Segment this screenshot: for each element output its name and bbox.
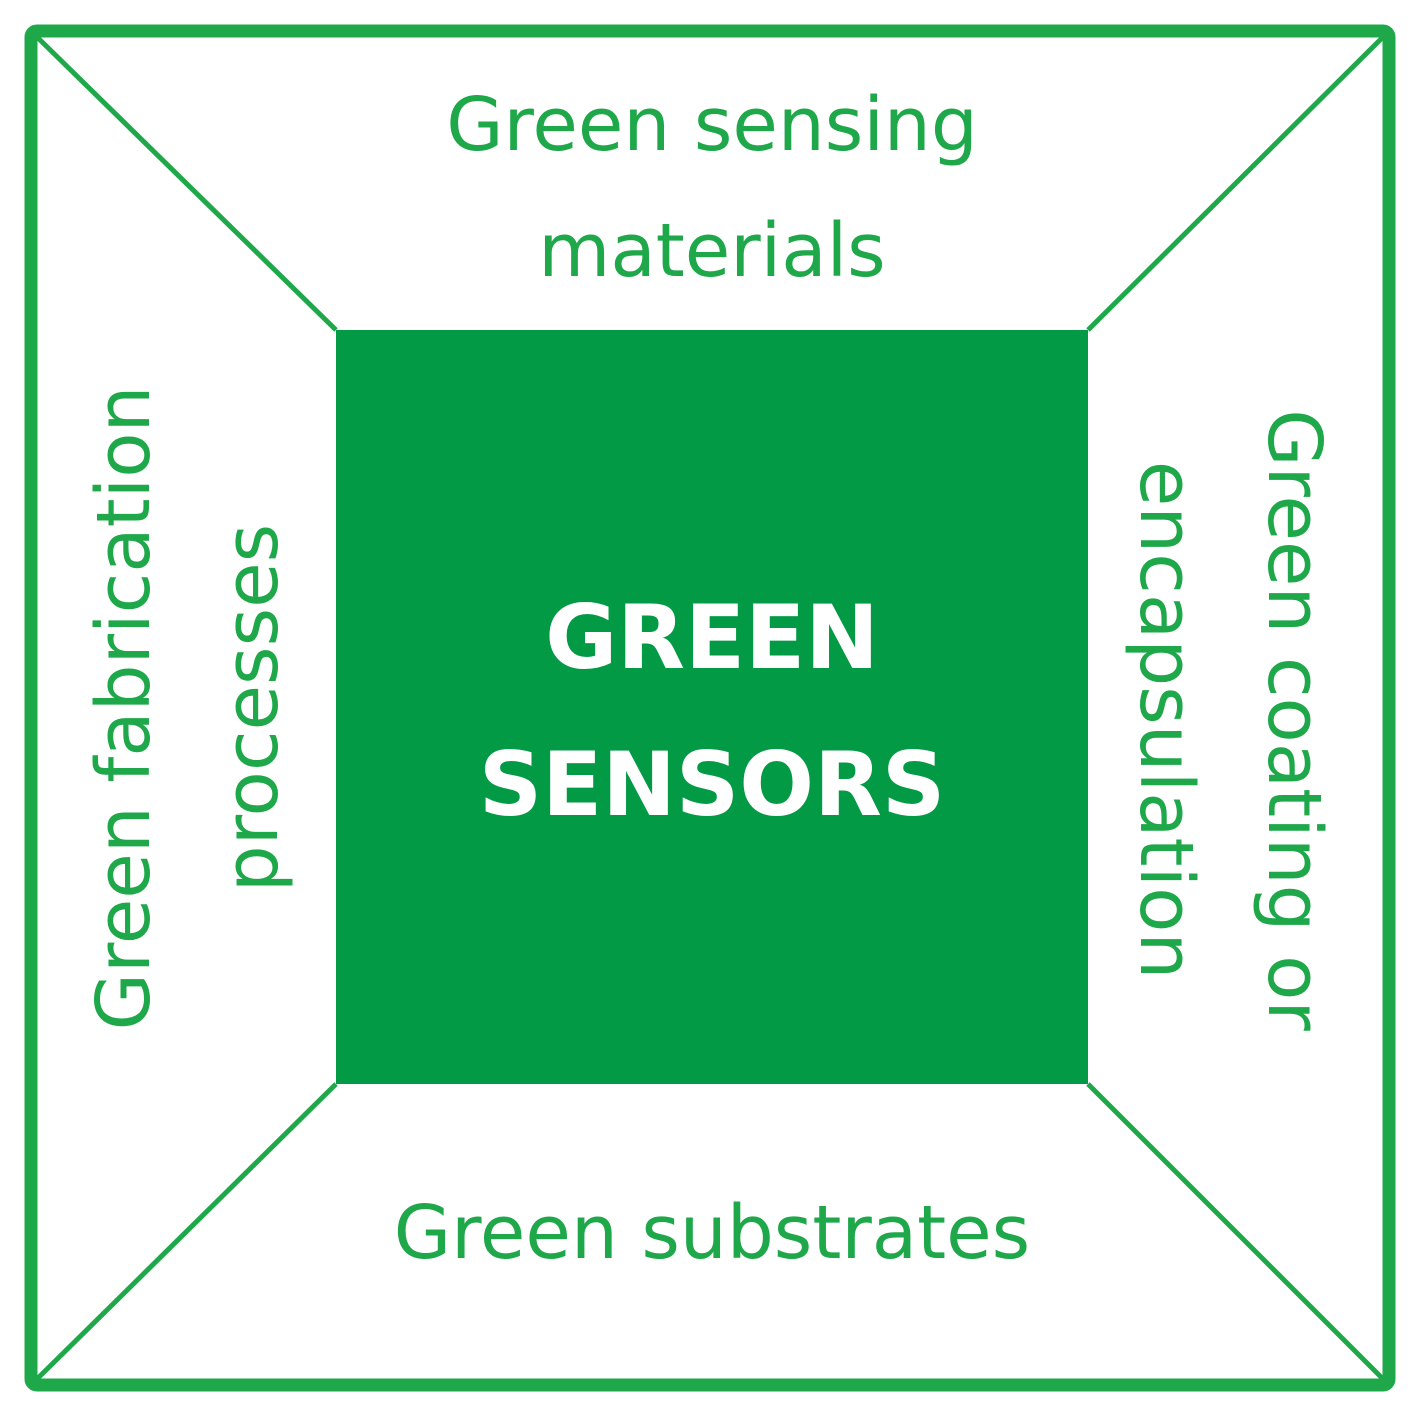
left-label-group: Green fabrication: [81, 386, 167, 1031]
diagonal-bottom-right: [1086, 1082, 1385, 1381]
top-label-line-2: materials: [538, 208, 885, 294]
right-label-line-2: encapsulation: [1123, 461, 1209, 980]
center-title-line-1: GREEN: [545, 586, 879, 689]
center-title-line-2: SENSORS: [479, 733, 945, 836]
right-label-line-1: Green coating or: [1251, 409, 1337, 1031]
diagonal-top-right: [1086, 35, 1385, 332]
right-label-group-2: encapsulation: [1123, 461, 1209, 980]
center-square: [336, 330, 1088, 1084]
left-label-line-2: processes: [209, 524, 295, 892]
top-label-line-1: Green sensing: [446, 82, 978, 168]
left-label-line-1: Green fabrication: [81, 386, 167, 1031]
left-label-group-2: processes: [209, 524, 295, 892]
bottom-label: Green substrates: [394, 1190, 1030, 1276]
right-label-group: Green coating or: [1251, 409, 1337, 1031]
diagonal-bottom-left: [35, 1082, 338, 1381]
diagonal-top-left: [35, 35, 338, 332]
